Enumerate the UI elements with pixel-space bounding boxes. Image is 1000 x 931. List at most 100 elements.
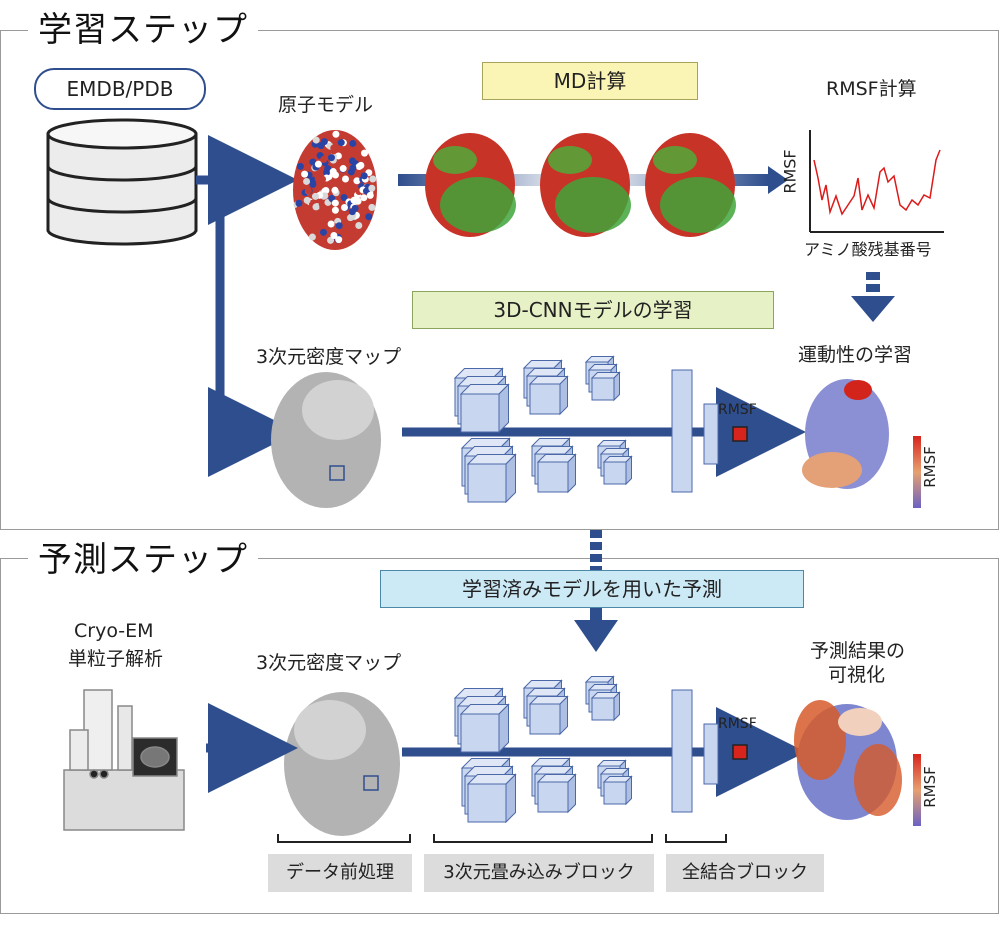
cnn-cube xyxy=(590,691,621,722)
atom-dot xyxy=(349,164,357,172)
atom-dot xyxy=(368,184,376,192)
md-snapshot-3 xyxy=(645,133,736,237)
atom-dot xyxy=(353,177,361,185)
atom-dot xyxy=(312,136,320,144)
density-map-prediction xyxy=(284,692,400,836)
atom-dot xyxy=(318,202,326,210)
atom-dot xyxy=(312,203,320,211)
atom-dot xyxy=(346,214,354,222)
density-map-label-prediction: 3次元密度マップ xyxy=(256,652,402,674)
atom-dot xyxy=(368,203,376,211)
md-snapshot-2 xyxy=(540,133,631,237)
atom-dot xyxy=(331,171,339,179)
fc-layer xyxy=(671,369,693,493)
atom-dot xyxy=(331,206,339,214)
atom-dot xyxy=(348,157,356,165)
atom-dot xyxy=(349,139,357,147)
colorbar-prediction xyxy=(913,754,921,826)
output-rmsf-label-learning: RMSF xyxy=(718,402,757,418)
cnn-cube xyxy=(536,453,577,494)
atom-dot xyxy=(321,192,329,200)
atom-dot xyxy=(293,186,301,194)
cnn-training-label: 3D-CNNモデルの学習 xyxy=(412,291,774,329)
atom-dot xyxy=(301,170,309,178)
fc-layer xyxy=(671,689,693,813)
result-label-1: 予測結果の xyxy=(810,640,906,662)
atom-dot xyxy=(335,236,343,244)
atom-dot xyxy=(360,172,368,180)
atom-dot xyxy=(303,177,311,185)
result-label-2: 可視化 xyxy=(828,664,886,686)
rmsf-axis-x: アミノ酸残基番号 xyxy=(804,240,932,259)
cnn-cube xyxy=(459,383,510,434)
atom-dot xyxy=(350,226,358,234)
stage-conv-block: 3次元畳み込みブロック xyxy=(424,854,654,892)
md-label: MD計算 xyxy=(482,62,698,100)
atom-dot xyxy=(339,165,347,173)
atom-dot xyxy=(350,196,358,204)
atom-dot xyxy=(327,236,335,244)
atom-dot xyxy=(340,203,348,211)
db-arrows xyxy=(196,135,298,477)
atom-dot xyxy=(308,233,316,241)
stage-brackets xyxy=(277,834,727,843)
atomic-model-label: 原子モデル xyxy=(278,94,374,116)
cryo-em-label-2: 単粒子解析 xyxy=(68,648,164,670)
atom-dot xyxy=(296,162,304,170)
rmsf-plot xyxy=(809,130,944,233)
result-protein-image xyxy=(794,700,902,820)
atom-dot xyxy=(355,221,363,229)
dynamics-learning-label: 運動性の学習 xyxy=(798,344,913,366)
rmsf-to-dynamics-arrow xyxy=(851,272,895,322)
atom-dot xyxy=(332,130,340,138)
stage-preprocess: データ前処理 xyxy=(268,854,412,892)
atom-dot xyxy=(319,228,327,236)
cnn-cube xyxy=(466,773,517,824)
cnn-cube xyxy=(459,703,510,754)
atom-dot xyxy=(331,199,339,207)
atom-dot xyxy=(295,199,303,207)
atom-dot xyxy=(340,194,348,202)
atom-dot xyxy=(337,139,345,147)
learning-step-title: 学習ステップ xyxy=(28,10,258,50)
output-cell-prediction xyxy=(732,744,748,760)
fc-layer xyxy=(703,403,719,465)
db-label: EMDB/PDB xyxy=(34,68,206,110)
stage-fc-block: 全結合ブロック xyxy=(666,854,824,892)
atom-dot xyxy=(335,222,343,230)
atom-dot xyxy=(298,213,306,221)
atom-dot xyxy=(320,138,328,146)
atom-dot xyxy=(366,191,374,199)
trained-model-prediction-label: 学習済みモデルを用いた予測 xyxy=(380,570,804,608)
output-rmsf-label-prediction: RMSF xyxy=(718,716,757,732)
atom-dot xyxy=(327,154,335,162)
atom-dot xyxy=(334,152,342,160)
cnn-cube xyxy=(528,375,569,416)
rmsf-curve xyxy=(813,149,941,216)
fc-layer xyxy=(703,723,719,785)
atom-dot xyxy=(340,132,348,140)
atom-dot xyxy=(365,213,373,221)
atom-dot xyxy=(303,196,311,204)
cnn-cube xyxy=(602,455,633,486)
atom-dot xyxy=(357,161,365,169)
colorbar-label-prediction: RMSF xyxy=(920,766,939,808)
atom-dot xyxy=(352,233,360,241)
atom-dot xyxy=(309,180,317,188)
atom-dot xyxy=(304,187,312,195)
atom-dot xyxy=(330,144,338,152)
atom-dot xyxy=(311,192,319,200)
colorbar-label-learning: RMSF xyxy=(920,446,939,488)
atom-dot xyxy=(316,223,324,231)
atom-dot xyxy=(324,165,332,173)
density-map-label-learning: 3次元密度マップ xyxy=(256,346,402,368)
atom-dot xyxy=(361,149,369,157)
atom-dot xyxy=(314,160,322,168)
atom-dot xyxy=(360,194,368,202)
atom-dot xyxy=(307,207,315,215)
atom-dot xyxy=(327,220,335,228)
atom-dot xyxy=(314,175,322,183)
cnn-cube xyxy=(528,695,569,736)
atom-dot xyxy=(341,175,349,183)
